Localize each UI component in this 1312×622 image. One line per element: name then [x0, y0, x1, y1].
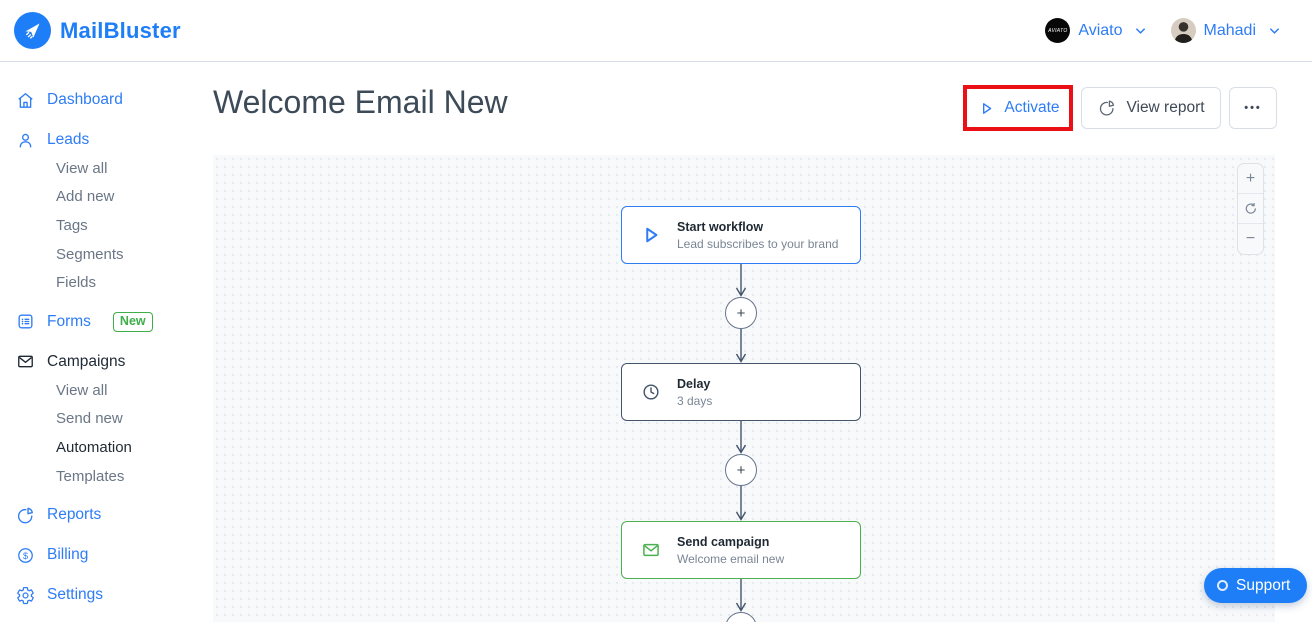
new-badge: New — [112, 311, 153, 332]
node-subtitle: Lead subscribes to your brand — [677, 236, 839, 251]
sidebar-item-templates[interactable]: Templates — [56, 467, 125, 485]
workspace-menu[interactable]: AVIATO Aviato — [1045, 18, 1150, 43]
envelope-icon — [15, 352, 35, 372]
refresh-icon — [1241, 199, 1261, 219]
node-subtitle: Welcome email new — [677, 551, 785, 566]
zoom-in-button[interactable]: + — [1238, 164, 1263, 194]
person-icon — [15, 130, 35, 150]
plus-icon: + — [1245, 169, 1256, 187]
envelope-icon — [641, 540, 661, 560]
sidebar-item-leads-add-new[interactable]: Add new — [56, 188, 115, 206]
sidebar-item-campaigns-view-all[interactable]: View all — [56, 381, 108, 399]
sidebar: Dashboard Leads View all Add new Tags Se… — [0, 62, 213, 622]
home-icon — [15, 90, 35, 110]
pie-chart-icon — [15, 505, 35, 525]
zoom-out-button[interactable]: − — [1238, 224, 1263, 254]
sidebar-item-label: Dashboard — [47, 91, 123, 108]
form-icon — [15, 312, 35, 332]
chevron-down-icon — [1264, 21, 1284, 41]
sidebar-item-automation[interactable]: Automation — [56, 438, 132, 456]
activate-button[interactable]: Activate — [967, 89, 1069, 127]
more-options-button[interactable]: ••• — [1229, 87, 1277, 129]
connector-arrow — [734, 486, 748, 521]
status-ring-icon — [1217, 580, 1228, 591]
dollar-icon: $ — [15, 545, 35, 565]
sidebar-item-campaigns[interactable]: Campaigns — [15, 348, 213, 376]
activate-label: Activate — [1004, 99, 1060, 116]
connector-arrow — [734, 421, 748, 454]
sidebar-item-label: Leads — [47, 131, 90, 148]
add-step-button[interactable]: + — [725, 454, 757, 486]
canvas-zoom-controls: + − — [1237, 163, 1264, 255]
add-step-button[interactable]: + — [725, 297, 757, 329]
sidebar-item-send-new[interactable]: Send new — [56, 410, 123, 428]
node-subtitle: 3 days — [677, 393, 713, 408]
support-button[interactable]: Support — [1204, 568, 1308, 603]
workspace-name: Aviato — [1078, 21, 1123, 39]
sidebar-item-label: Forms — [47, 312, 91, 330]
sidebar-item-fields[interactable]: Fields — [56, 274, 97, 292]
sidebar-item-forms[interactable]: Forms New — [15, 308, 213, 336]
workspace-avatar: AVIATO — [1045, 18, 1071, 43]
connector-arrow — [734, 329, 748, 363]
node-title: Send campaign — [677, 534, 770, 549]
ellipsis-icon: ••• — [1244, 102, 1262, 114]
annotation-highlight-red: Activate — [963, 85, 1073, 131]
add-step-button[interactable]: + — [725, 612, 757, 622]
mailbluster-logo-icon — [14, 12, 51, 49]
support-label: Support — [1236, 576, 1291, 594]
brand[interactable]: MailBluster — [14, 12, 181, 49]
brand-name: MailBluster — [60, 17, 181, 43]
gear-icon — [15, 585, 35, 605]
sidebar-item-dashboard[interactable]: Dashboard — [15, 86, 213, 114]
clock-icon — [641, 382, 661, 402]
sidebar-item-segments[interactable]: Segments — [56, 245, 124, 263]
sidebar-item-label: Reports — [47, 506, 102, 524]
sidebar-item-leads[interactable]: Leads — [15, 126, 213, 154]
pie-chart-icon — [1097, 98, 1117, 118]
chevron-down-icon — [1131, 21, 1151, 41]
account-area: AVIATO Aviato Mahadi — [1045, 18, 1284, 43]
view-report-label: View report — [1126, 99, 1205, 116]
connector-arrow — [734, 264, 748, 297]
play-icon — [976, 98, 996, 118]
sidebar-item-label: Campaigns — [47, 352, 126, 370]
play-icon — [641, 225, 661, 245]
sidebar-item-tags[interactable]: Tags — [56, 216, 88, 234]
sidebar-group-leads: Leads View all Add new Tags Segments Fie… — [15, 126, 213, 297]
svg-text:$: $ — [22, 551, 27, 561]
workflow-node-start[interactable]: Start workflow Lead subscribes to your b… — [621, 206, 861, 264]
node-title: Start workflow — [677, 219, 764, 234]
sidebar-item-billing[interactable]: $ Billing — [15, 541, 213, 569]
sidebar-item-settings[interactable]: Settings — [15, 581, 213, 609]
sidebar-item-label: Settings — [47, 586, 104, 604]
view-report-button[interactable]: View report — [1081, 87, 1221, 129]
connector-arrow — [734, 579, 748, 612]
sidebar-item-label: Billing — [47, 546, 89, 564]
app-header: MailBluster AVIATO Aviato Mahadi — [0, 0, 1312, 62]
node-title: Delay — [677, 376, 711, 391]
user-menu[interactable]: Mahadi — [1170, 18, 1284, 43]
reset-view-button[interactable] — [1238, 194, 1263, 224]
sidebar-item-reports[interactable]: Reports — [15, 501, 213, 529]
user-avatar — [1170, 18, 1196, 43]
sidebar-group-campaigns: Campaigns View all Send new Automation T… — [15, 348, 213, 490]
workflow-canvas[interactable]: Start workflow Lead subscribes to your b… — [213, 155, 1275, 622]
workflow-node-delay[interactable]: Delay 3 days — [621, 363, 861, 421]
workflow-node-send-campaign[interactable]: Send campaign Welcome email new — [621, 521, 861, 579]
page-title: Welcome Email New — [213, 84, 508, 120]
user-name: Mahadi — [1203, 21, 1256, 39]
sidebar-item-leads-view-all[interactable]: View all — [56, 159, 108, 177]
minus-icon: − — [1245, 230, 1256, 247]
